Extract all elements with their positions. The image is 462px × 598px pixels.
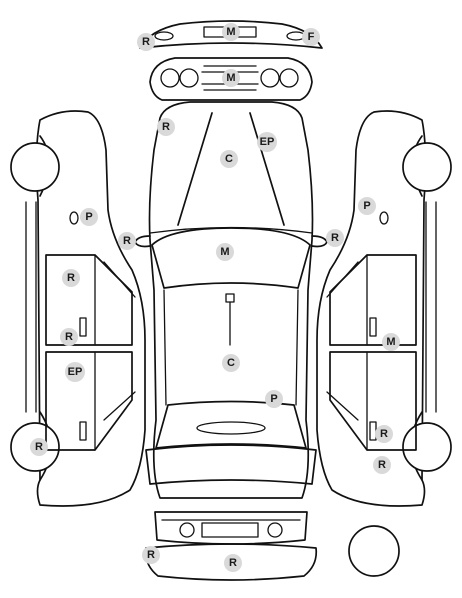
damage-marker-label: R <box>162 121 170 133</box>
damage-marker[interactable]: M <box>382 333 400 351</box>
car-body-top-view <box>134 101 328 499</box>
damage-marker-label: P <box>270 393 277 405</box>
damage-marker-label: M <box>226 26 235 38</box>
damage-marker-label: M <box>220 246 229 258</box>
damage-marker[interactable]: R <box>142 546 160 564</box>
damage-marker[interactable]: R <box>60 328 78 346</box>
damage-marker[interactable]: R <box>326 229 344 247</box>
damage-marker[interactable]: M <box>222 69 240 87</box>
damage-marker[interactable]: M <box>222 23 240 41</box>
damage-marker-label: R <box>380 428 388 440</box>
damage-marker-label: M <box>226 72 235 84</box>
damage-marker-label: P <box>363 200 370 212</box>
damage-marker-label: R <box>378 459 386 471</box>
right-side-view <box>316 110 452 507</box>
damage-marker-label: R <box>331 232 339 244</box>
damage-marker-label: R <box>67 272 75 284</box>
damage-marker[interactable]: R <box>224 554 242 572</box>
damage-marker[interactable]: EP <box>65 362 85 382</box>
damage-marker[interactable]: R <box>375 425 393 443</box>
damage-marker-label: C <box>227 357 235 369</box>
damage-marker[interactable]: R <box>137 33 155 51</box>
damage-marker[interactable]: C <box>222 354 240 372</box>
damage-marker[interactable]: P <box>80 208 98 226</box>
damage-marker-label: R <box>123 235 131 247</box>
damage-marker-label: R <box>35 441 43 453</box>
damage-marker-label: EP <box>68 366 83 378</box>
damage-marker[interactable]: C <box>220 150 238 168</box>
damage-marker[interactable]: F <box>302 28 320 46</box>
damage-marker[interactable]: R <box>157 118 175 136</box>
damage-marker[interactable]: R <box>118 232 136 250</box>
damage-marker[interactable]: P <box>265 390 283 408</box>
damage-marker-label: F <box>308 31 315 43</box>
damage-marker[interactable]: EP <box>257 132 277 152</box>
damage-marker[interactable]: R <box>373 456 391 474</box>
damage-marker[interactable]: M <box>216 243 234 261</box>
rear-bumper[interactable] <box>144 543 318 581</box>
damage-marker-label: P <box>85 211 92 223</box>
damage-marker-label: EP <box>260 136 275 148</box>
damage-marker-label: R <box>229 557 237 569</box>
damage-marker-label: R <box>147 549 155 561</box>
damage-marker-label: M <box>386 336 395 348</box>
damage-marker-label: C <box>225 153 233 165</box>
damage-marker[interactable]: R <box>30 438 48 456</box>
damage-marker[interactable]: R <box>62 269 80 287</box>
spare-wheel[interactable] <box>348 525 400 577</box>
rear-fascia[interactable] <box>154 511 308 545</box>
damage-marker[interactable]: P <box>358 197 376 215</box>
damage-marker-label: R <box>142 36 150 48</box>
damage-marker-label: R <box>65 331 73 343</box>
